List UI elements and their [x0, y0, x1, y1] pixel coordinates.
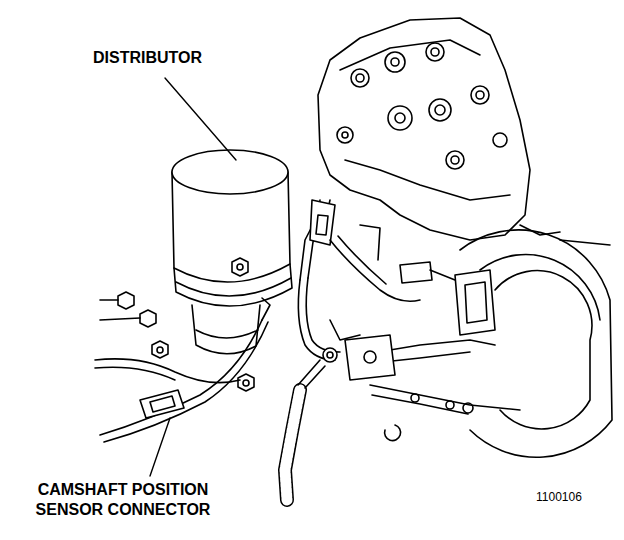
part-label: CAMSHAFT POSITION SENSOR CONNECTOR — [12, 480, 234, 520]
part-label: DISTRIBUTOR — [93, 48, 233, 68]
figure-number: 1100106 — [536, 490, 606, 504]
